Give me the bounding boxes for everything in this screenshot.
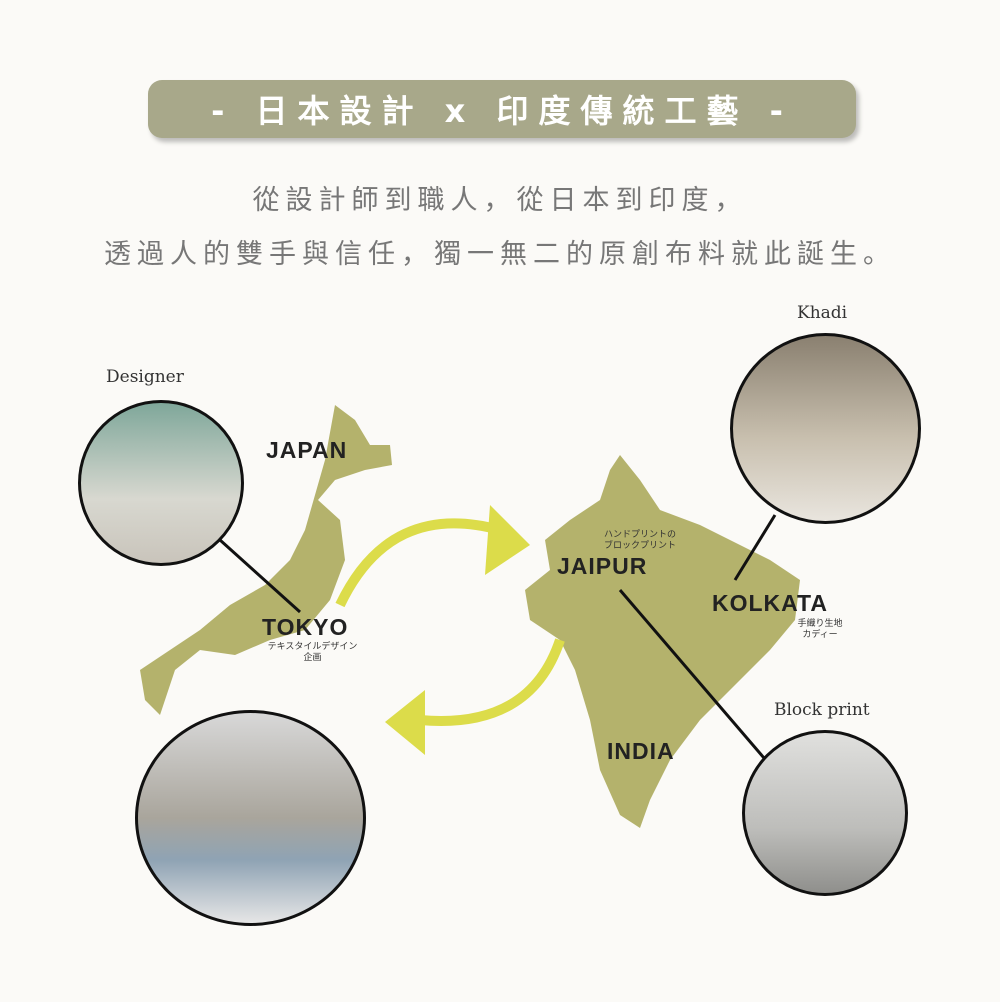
- arrow-to-india: [335, 518, 502, 608]
- label-jaipur: JAIPUR: [557, 553, 648, 579]
- designer-connector: [218, 538, 302, 614]
- arrow-head-left: [385, 690, 425, 755]
- label-india: INDIA: [607, 738, 675, 764]
- subtitle-line-2: 透過人的雙手與信任，獨一無二的原創布料就此誕生。: [104, 239, 896, 270]
- title-banner: - 日本設計 x 印度傳統工藝 -: [148, 80, 856, 138]
- block-print-connector: [618, 589, 772, 766]
- arrow-head-right: [485, 505, 530, 575]
- kolkata-note: 手織り生地カディー: [797, 619, 843, 640]
- jaipur-note: ハンドプリントのブロックプリント: [603, 530, 676, 551]
- tokyo-note: テキスタイルデザイン企画: [267, 642, 358, 663]
- block-print-photo: [742, 730, 908, 896]
- khadi-connector: [733, 514, 777, 581]
- japan-map: [140, 405, 392, 715]
- subtitle-line-1: 從設計師到職人，從日本到印度，: [252, 185, 748, 216]
- khadi-caption: Khadi: [797, 303, 848, 323]
- arrow-to-japan: [419, 638, 565, 726]
- khadi-photo: [730, 333, 921, 524]
- label-tokyo: TOKYO: [262, 614, 349, 640]
- store-photo: [135, 710, 366, 926]
- label-kolkata: KOLKATA: [712, 590, 829, 616]
- designer-caption: Designer: [106, 367, 184, 387]
- designer-photo: [78, 400, 244, 566]
- block-print-caption: Block print: [774, 700, 870, 720]
- label-japan: JAPAN: [266, 437, 348, 463]
